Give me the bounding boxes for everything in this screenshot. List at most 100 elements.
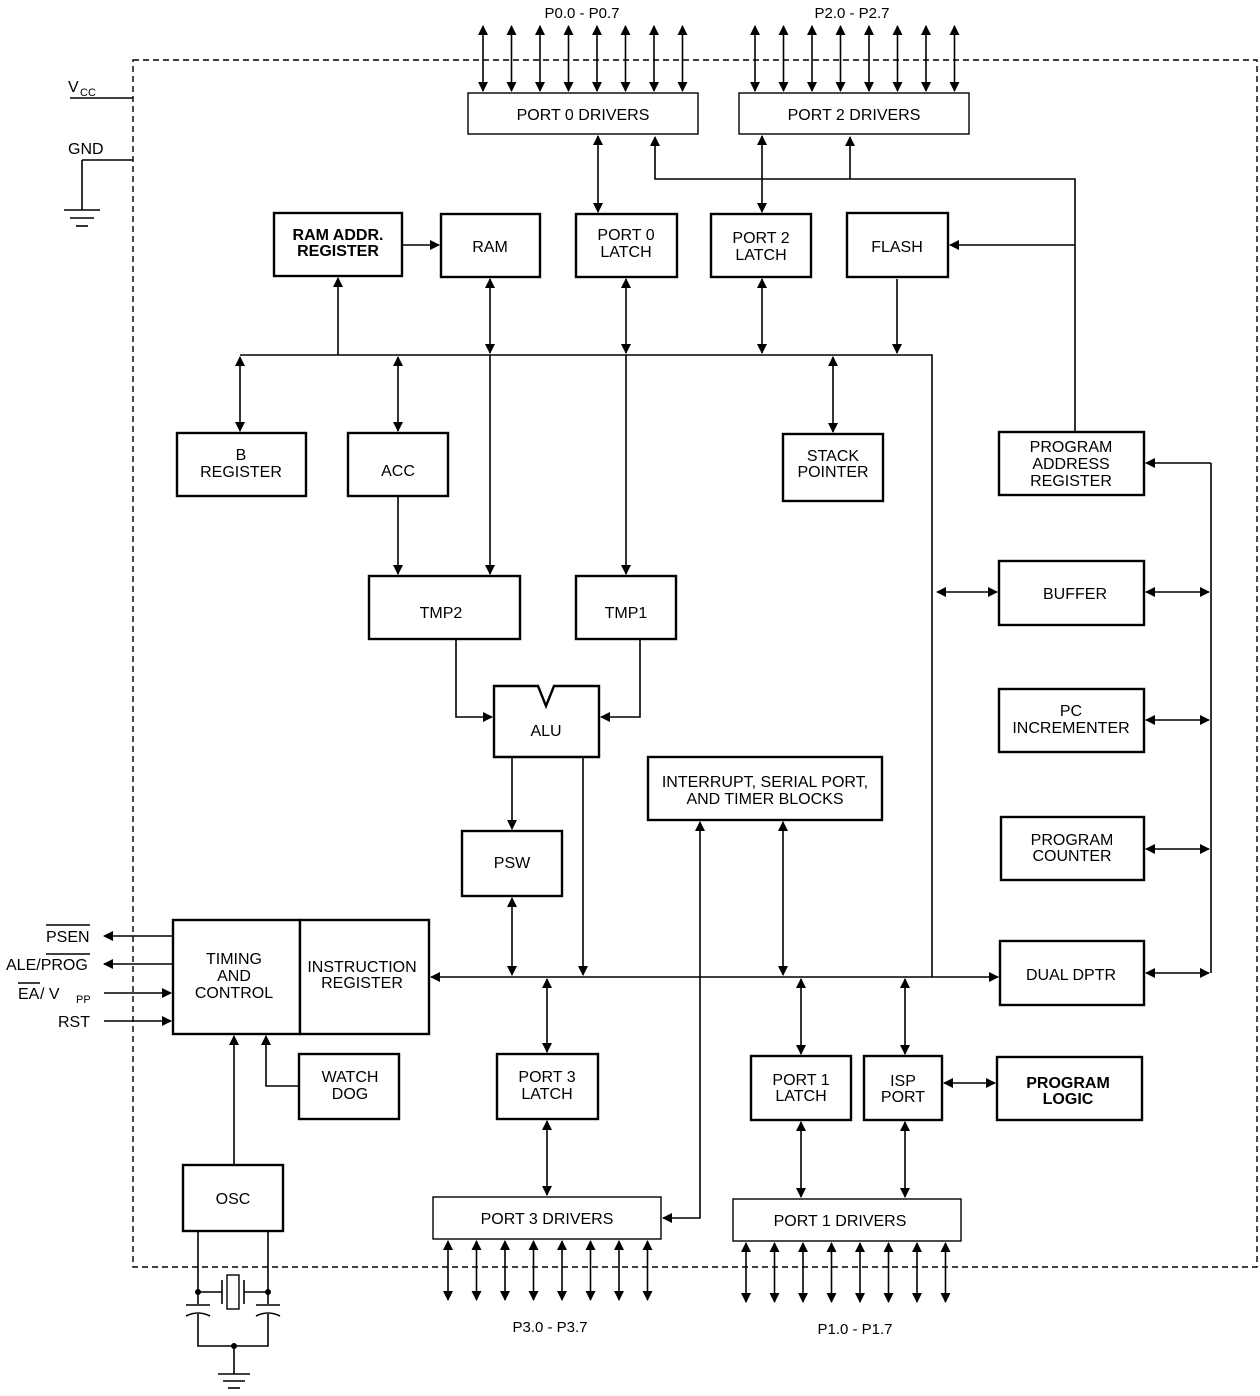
- port1-pin-arrows: [741, 1242, 951, 1303]
- svg-text:ADDRESS: ADDRESS: [1032, 456, 1109, 473]
- svg-text:REGISTER: REGISTER: [200, 464, 282, 481]
- svg-text:DUAL DPTR: DUAL DPTR: [1026, 967, 1116, 984]
- svg-text:V: V: [68, 79, 79, 96]
- svg-text:LOGIC: LOGIC: [1043, 1091, 1094, 1108]
- pc-incrementer: [997, 687, 1146, 754]
- osc: [181, 1163, 285, 1233]
- svg-text:LATCH: LATCH: [735, 247, 786, 264]
- svg-text:PSW: PSW: [494, 855, 531, 872]
- port2-pin-arrows: [750, 25, 960, 92]
- port3-pin-arrows: [443, 1240, 653, 1301]
- p2-pins-label: P2.0 - P2.7: [814, 5, 889, 22]
- svg-text:PROGRAM: PROGRAM: [1031, 832, 1114, 849]
- svg-text:INSTRUCTION: INSTRUCTION: [307, 959, 416, 976]
- program-counter: [999, 815, 1146, 882]
- svg-text:B: B: [236, 447, 247, 464]
- svg-text:PORT 0: PORT 0: [597, 227, 654, 244]
- crystal-oscillator-circuit: [185, 1231, 281, 1389]
- svg-text:PORT 0 DRIVERS: PORT 0 DRIVERS: [517, 107, 650, 124]
- port1-latch: [749, 1054, 853, 1122]
- svg-text:PORT 1 DRIVERS: PORT 1 DRIVERS: [774, 1213, 907, 1230]
- svg-text:INTERRUPT, SERIAL PORT,: INTERRUPT, SERIAL PORT,: [662, 774, 868, 791]
- svg-text:PORT 3: PORT 3: [518, 1069, 575, 1086]
- svg-text:TMP2: TMP2: [420, 605, 463, 622]
- tmp1: [574, 574, 678, 641]
- svg-text:RAM ADDR.: RAM ADDR.: [293, 227, 384, 244]
- port1-drivers: [732, 1198, 962, 1242]
- svg-text:TMP1: TMP1: [605, 605, 648, 622]
- ale-prog-label: ALE/PROG: [6, 957, 88, 974]
- svg-text:CONTROL: CONTROL: [195, 985, 273, 1002]
- port3-drivers: [432, 1196, 662, 1240]
- svg-text:PORT 2: PORT 2: [732, 230, 789, 247]
- program-logic: [995, 1055, 1144, 1122]
- b-register: [175, 431, 308, 498]
- svg-text:STACK: STACK: [807, 448, 859, 465]
- svg-text:ACC: ACC: [381, 463, 415, 480]
- stack-pointer: [781, 432, 885, 503]
- svg-text:ISP: ISP: [890, 1073, 916, 1090]
- svg-text:INCREMENTER: INCREMENTER: [1012, 720, 1129, 737]
- psw: [460, 829, 564, 898]
- svg-text:PORT: PORT: [881, 1089, 925, 1106]
- svg-text:FLASH: FLASH: [871, 239, 923, 256]
- dual-dptr: [998, 939, 1146, 1007]
- vcc-pin: V CC: [68, 79, 133, 99]
- p1-pins-label: P1.0 - P1.7: [817, 1321, 892, 1338]
- svg-text:PC: PC: [1060, 703, 1082, 720]
- buffer: [997, 559, 1146, 627]
- svg-text:CC: CC: [80, 87, 96, 99]
- svg-text:PROGRAM: PROGRAM: [1026, 1075, 1110, 1092]
- chip-boundary: [132, 59, 1258, 1268]
- svg-text:PORT 3 DRIVERS: PORT 3 DRIVERS: [481, 1211, 614, 1228]
- instruction-register: [298, 918, 431, 1036]
- svg-text:PORT 1: PORT 1: [772, 1072, 829, 1089]
- p0-pins-label: P0.0 - P0.7: [544, 5, 619, 22]
- timing-and-control: [171, 918, 302, 1036]
- svg-text:/ V: / V: [40, 986, 60, 1003]
- svg-text:WATCH: WATCH: [322, 1069, 379, 1086]
- svg-text:BUFFER: BUFFER: [1043, 586, 1107, 603]
- svg-text:OSC: OSC: [216, 1191, 251, 1208]
- svg-text:RAM: RAM: [472, 239, 508, 256]
- svg-text:REGISTER: REGISTER: [321, 975, 403, 992]
- watchdog: [297, 1052, 401, 1121]
- port3-latch: [495, 1052, 600, 1121]
- svg-text:PORT 2 DRIVERS: PORT 2 DRIVERS: [788, 107, 921, 124]
- port2-drivers: [738, 92, 970, 135]
- bus-lines: [229, 135, 1212, 1223]
- ea-label: EA: [18, 986, 40, 1003]
- svg-text:ALU: ALU: [530, 723, 561, 740]
- port0-drivers: [467, 92, 699, 135]
- acc: [346, 431, 450, 498]
- gnd-pin: GND: [64, 141, 133, 227]
- svg-text:DOG: DOG: [332, 1086, 368, 1103]
- svg-text:PP: PP: [76, 994, 91, 1006]
- p3-pins-label: P3.0 - P3.7: [512, 1319, 587, 1336]
- port0-latch: [574, 212, 679, 279]
- svg-text:TIMING: TIMING: [206, 951, 262, 968]
- svg-text:POINTER: POINTER: [797, 464, 868, 481]
- svg-text:AND: AND: [217, 968, 251, 985]
- interrupt-serial-timer-blocks: [646, 755, 884, 822]
- ram: [439, 212, 542, 279]
- svg-text:LATCH: LATCH: [775, 1088, 826, 1105]
- svg-text:LATCH: LATCH: [600, 244, 651, 261]
- svg-text:LATCH: LATCH: [521, 1086, 572, 1103]
- port2-latch: [709, 212, 813, 279]
- psen-label: PSEN: [46, 929, 90, 946]
- svg-text:REGISTER: REGISTER: [1030, 473, 1112, 490]
- isp-port: [862, 1054, 944, 1122]
- port0-pin-arrows: [478, 25, 688, 92]
- tmp2: [367, 574, 522, 641]
- program-address-register: [997, 430, 1146, 497]
- control-pins: PSEN ALE/PROG EA / V PP RST: [6, 924, 172, 1031]
- svg-text:COUNTER: COUNTER: [1032, 848, 1111, 865]
- svg-text:AND TIMER BLOCKS: AND TIMER BLOCKS: [686, 791, 843, 808]
- rst-label: RST: [58, 1014, 90, 1031]
- svg-text:REGISTER: REGISTER: [297, 243, 379, 260]
- flash: [845, 211, 950, 279]
- alu: [492, 684, 601, 759]
- svg-text:PROGRAM: PROGRAM: [1030, 439, 1113, 456]
